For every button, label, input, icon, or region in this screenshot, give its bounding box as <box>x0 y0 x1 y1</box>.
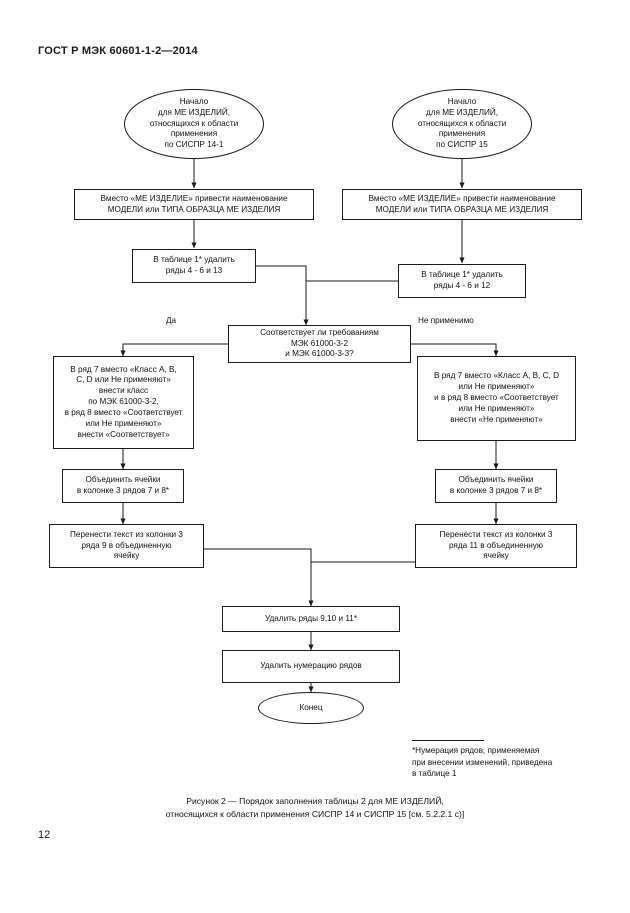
flow-node-replace-left[interactable]: Вместо «МЕ ИЗДЕЛИЕ» привести наименовани… <box>74 189 314 220</box>
flow-node-replace-left-label: Вместо «МЕ ИЗДЕЛИЕ» привести наименовани… <box>100 193 288 214</box>
flow-node-delete-rows-final-label: Удалить ряды 9,10 и 11* <box>264 613 358 623</box>
flow-node-branch-not-applicable-label: В ряд 7 вместо «Класс А, В, С, D или Не … <box>433 371 560 424</box>
flow-node-delete-rows-right-label: В таблице 1* удалить ряды 4 - 6 и 12 <box>421 270 503 290</box>
flow-node-delete-rows-final[interactable]: Удалить ряды 9,10 и 11* <box>222 606 400 632</box>
flow-node-delete-rows-left[interactable]: В таблице 1* удалить ряды 4 - 6 и 13 <box>132 249 256 283</box>
flow-node-merge-cells-left[interactable]: Объединить ячейки в колонке 3 рядов 7 и … <box>62 469 184 503</box>
flow-node-start-right-label: Начало для МЕ ИЗДЕЛИЙ, относящихся к обл… <box>417 96 507 150</box>
figure-caption: Рисунок 2 — Порядок заполнения таблицы 2… <box>165 796 465 819</box>
flow-node-move-text-right-label: Перенести текст из колонки 3 ряда 11 в о… <box>439 529 553 561</box>
flow-node-delete-rows-left-label: В таблице 1* удалить ряды 4 - 6 и 13 <box>153 255 235 275</box>
flow-node-merge-cells-right[interactable]: Объединить ячейки в колонке 3 рядов 7 и … <box>435 469 557 503</box>
document-header: ГОСТ Р МЭК 60601-1-2—2014 <box>38 45 198 57</box>
flow-node-start-left-label: Начало для МЕ ИЗДЕЛИЙ, относящихся к обл… <box>149 96 239 150</box>
flow-node-branch-not-applicable[interactable]: В ряд 7 вместо «Класс А, В, С, D или Не … <box>417 356 576 441</box>
flow-node-branch-yes-label: В ряд 7 вместо «Класс А, В, С, D или Не … <box>64 364 183 439</box>
flow-node-delete-rows-right[interactable]: В таблице 1* удалить ряды 4 - 6 и 12 <box>398 264 526 298</box>
flow-node-start-left[interactable]: Начало для МЕ ИЗДЕЛИЙ, относящихся к обл… <box>124 89 264 159</box>
flow-node-merge-cells-left-label: Объединить ячейки в колонке 3 рядов 7 и … <box>76 475 170 495</box>
flow-node-move-text-left-label: Перенести текст из колонки 3 ряда 9 в об… <box>70 529 183 561</box>
flow-node-move-text-right[interactable]: Перенести текст из колонки 3 ряда 11 в о… <box>415 524 577 568</box>
flow-node-merge-cells-right-label: Объединить ячейки в колонке 3 рядов 7 и … <box>449 475 543 495</box>
flow-node-branch-yes[interactable]: В ряд 7 вместо «Класс А, В, С, D или Не … <box>53 356 194 449</box>
flow-node-move-text-left[interactable]: Перенести текст из колонки 3 ряда 9 в об… <box>49 524 204 568</box>
edge-label-yes: Да <box>166 316 177 325</box>
flow-node-end-label: Конец <box>299 702 323 712</box>
footnote-divider <box>412 740 484 741</box>
edge-label-not-applicable: Не применимо <box>418 316 474 325</box>
flow-node-delete-numbering[interactable]: Удалить нумерацию рядов <box>222 650 400 683</box>
figure-footnote: *Нумерация рядов, применяемая при внесен… <box>412 746 553 779</box>
flow-node-start-right[interactable]: Начало для МЕ ИЗДЕЛИЙ, относящихся к обл… <box>392 89 532 159</box>
flow-node-decision[interactable]: Соответствует ли требованиям МЭК 61000-3… <box>228 325 411 363</box>
flow-node-end[interactable]: Конец <box>258 692 364 724</box>
flow-node-replace-right[interactable]: Вместо «МЕ ИЗДЕЛИЕ» привести наименовани… <box>342 189 582 220</box>
flow-node-replace-right-label: Вместо «МЕ ИЗДЕЛИЕ» привести наименовани… <box>368 193 556 214</box>
flow-node-delete-numbering-label: Удалить нумерацию рядов <box>260 661 362 671</box>
page-number: 12 <box>38 829 51 841</box>
flow-node-decision-label: Соответствует ли требованиям МЭК 61000-3… <box>260 327 379 359</box>
